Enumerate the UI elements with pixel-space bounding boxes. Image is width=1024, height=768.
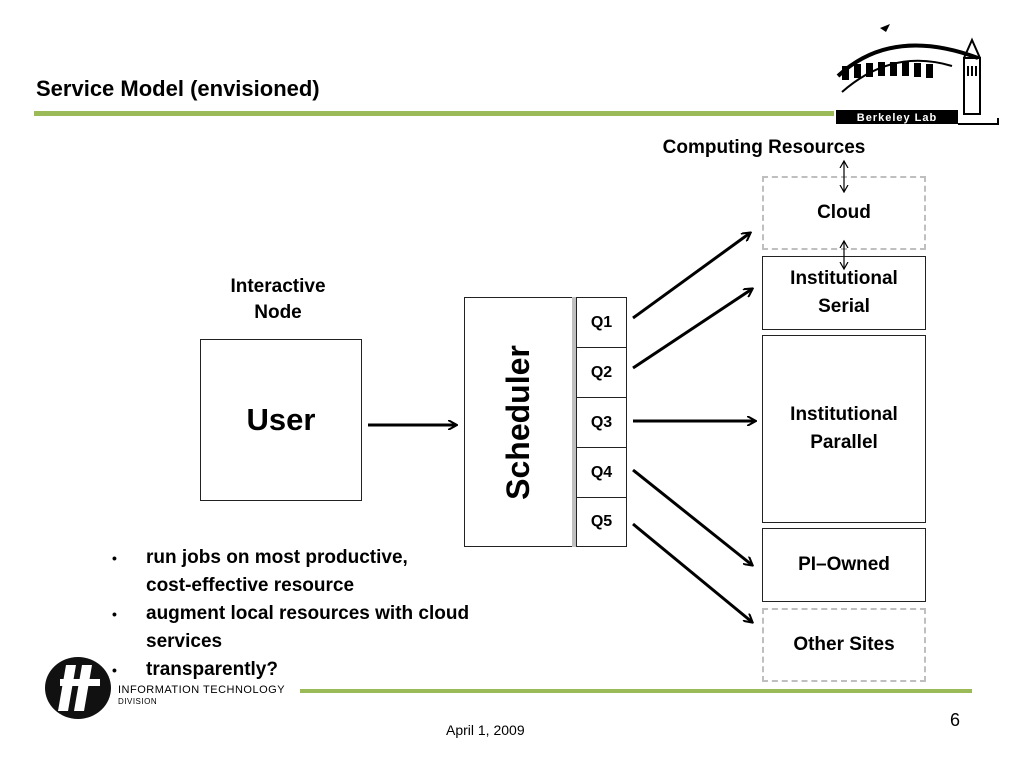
bullet-text: run jobs on most productive, [146,547,408,568]
queue-q1: Q1 [576,297,627,348]
itd-logo-text: INFORMATION TECHNOLOGY DIVISION [118,685,285,707]
bullet-text: augment local resources with cloud [146,603,470,624]
interactive-node-label: Interactive Node [230,276,326,323]
computing-resources-label: Computing Resources [662,137,866,158]
bullet-list: • run jobs on most productive, cost-effe… [112,544,572,684]
queue-q4-label: Q4 [590,463,613,481]
scheduler-box: Scheduler [464,297,576,547]
queue-q5: Q5 [576,497,627,547]
queue-q2: Q2 [576,347,627,398]
q4-to-pi-owned-arrow [632,468,752,565]
bullet-dot: • [112,550,117,566]
itd-logo-mark [45,657,111,719]
berkeley-lab-logo: Berkeley Lab [836,24,999,125]
footer-bar [300,689,972,693]
institutional-parallel-label-line1: Institutional [790,404,898,425]
other-sites-box: Other Sites [762,608,926,682]
user-box: User [200,339,362,501]
bullet-item: • run jobs on most productive, cost-effe… [112,544,572,600]
bullet-text: transparently? [146,659,278,680]
queue-q3-label: Q3 [590,413,613,431]
bullet-item: • augment local resources with cloud ser… [112,600,572,656]
institutional-parallel-label-line2: Parallel [810,432,878,453]
user-label: User [246,402,316,437]
queue-q2-label: Q2 [590,363,613,381]
title-underline-bar [34,111,834,116]
q5-to-other-sites-arrow [632,522,752,622]
bullet-dot: • [112,606,117,622]
footer-date: April 1, 2009 [446,722,525,738]
pi-owned-label: PI–Owned [798,554,890,575]
bullet-text-continued: cost-effective resource [146,575,355,596]
queue-q3: Q3 [576,397,627,448]
q1-to-cloud-arrow [632,233,750,320]
pi-owned-box: PI–Owned [762,528,926,602]
other-sites-label: Other Sites [793,634,895,655]
berkeley-lab-logo-text: Berkeley Lab [857,112,937,124]
institutional-parallel-box: Institutional Parallel [762,335,926,523]
scheduler-divider [572,297,576,547]
queue-q4: Q4 [576,447,627,498]
bullet-text-continued: services [146,631,223,652]
institutional-serial-label-line2: Serial [818,296,870,317]
slide-title: Service Model (envisioned) [36,76,320,101]
queue-q5-label: Q5 [590,513,613,530]
institutional-serial-label-line1: Institutional [790,268,898,289]
cloud-resource-label: Cloud [817,202,871,223]
itd-line2: DIVISION [118,697,158,706]
queue-q1-label: Q1 [590,313,613,331]
itd-line1: INFORMATION TECHNOLOGY [118,684,286,696]
bullet-item: • transparently? [112,656,572,684]
q2-to-serial-arrow [632,289,752,370]
bullet-dot: • [112,662,117,678]
page-number: 6 [950,710,961,730]
